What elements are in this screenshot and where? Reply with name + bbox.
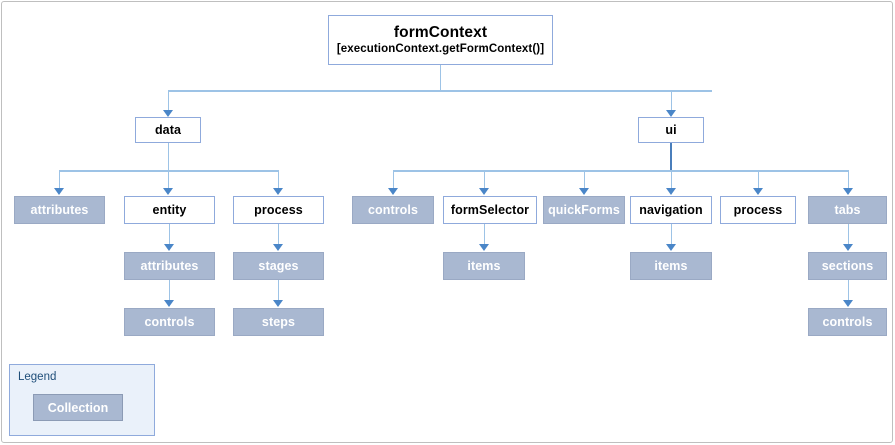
connector-formselector-items [483,224,486,245]
arrowhead-attributes-icon [54,188,64,195]
node-tabs-sections-label: sections [821,258,874,273]
node-process-stages[interactable]: stages [233,252,324,280]
node-data-label: data [154,122,182,137]
node-data-process[interactable]: process [233,196,324,224]
node-entity-label: entity [152,202,187,217]
connector-ui-navigation [670,170,673,189]
node-entity-controls[interactable]: controls [124,308,215,336]
connector-data-process [277,170,280,189]
connector-ui-bus [393,170,848,172]
node-ui-controls-label: controls [367,202,419,217]
node-ui-controls[interactable]: controls [352,196,434,224]
node-navigation-label: navigation [639,202,703,217]
node-navigation-items[interactable]: items [630,252,712,280]
node-sections-controls-label: controls [822,314,873,329]
connector-data-entity [167,170,170,189]
node-data-attributes[interactable]: attributes [14,196,105,224]
connector-ui-process [757,170,760,189]
node-tabs-label: tabs [834,202,861,217]
node-formselector-label: formSelector [450,202,530,217]
arrowhead-formselector-items-icon [479,244,489,251]
node-navigation[interactable]: navigation [630,196,712,224]
connector-root-stem [439,65,442,91]
node-ui-process-label: process [733,202,783,217]
connector-to-data [167,90,170,111]
legend-title: Legend [18,371,57,383]
arrowhead-sections-icon [843,244,853,251]
node-ui-label: ui [665,122,677,137]
connector-entity-attributes [168,224,171,245]
arrowhead-steps-icon [273,300,283,307]
arrowhead-data-process-icon [273,188,283,195]
connector-stages-steps [277,280,280,301]
node-quickforms[interactable]: quickForms [543,196,625,224]
connector-ui-formselector [483,170,486,189]
arrowhead-stages-icon [273,244,283,251]
connector-tabs-sections [847,224,850,245]
connector-data-attributes [58,170,61,189]
node-tabs[interactable]: tabs [808,196,887,224]
arrowhead-data-icon [163,110,173,117]
node-formselector-items-label: items [467,258,501,273]
node-formselector-items[interactable]: items [443,252,525,280]
node-entity-controls-label: controls [144,314,195,329]
arrowhead-formselector-icon [479,188,489,195]
node-process-steps-label: steps [261,314,296,329]
node-navigation-items-label: items [654,258,688,273]
legend-box: Legend Collection [9,364,155,436]
node-quickforms-label: quickForms [548,202,620,217]
node-data-attributes-label: attributes [30,202,89,217]
connector-root-bus [168,90,712,92]
arrowhead-ui-icon [666,110,676,117]
connector-ui-controls [392,170,395,189]
connector-process-stages [277,224,280,245]
arrowhead-ui-process-icon [753,188,763,195]
connector-attributes-controls [168,280,171,301]
arrowhead-entity-controls-icon [164,300,174,307]
connector-navigation-items [670,224,673,245]
connector-to-ui [670,90,673,111]
connector-ui-quickforms [583,170,586,189]
node-process-stages-label: stages [258,258,299,273]
node-formcontext[interactable]: formContext [executionContext.getFormCon… [328,15,553,65]
node-entity[interactable]: entity [124,196,215,224]
legend-swatch-collection: Collection [33,394,123,421]
arrowhead-quickforms-icon [579,188,589,195]
connector-sections-controls [847,280,850,301]
node-tabs-sections[interactable]: sections [808,252,887,280]
node-entity-attributes-label: attributes [140,258,199,273]
node-entity-attributes[interactable]: attributes [124,252,215,280]
node-ui[interactable]: ui [638,117,704,143]
connector-data-stem [167,143,170,171]
connector-ui-stem [670,143,673,171]
node-process-steps[interactable]: steps [233,308,324,336]
node-formselector[interactable]: formSelector [443,196,537,224]
node-data[interactable]: data [135,117,201,143]
root-title: formContext [393,23,488,41]
arrowhead-navigation-icon [666,188,676,195]
node-ui-process[interactable]: process [720,196,796,224]
arrowhead-ui-controls-icon [388,188,398,195]
arrowhead-entity-attributes-icon [164,244,174,251]
root-subtitle: [executionContext.getFormContext()] [336,42,545,55]
arrowhead-tabs-icon [843,188,853,195]
connector-ui-tabs [847,170,850,189]
node-sections-controls[interactable]: controls [808,308,887,336]
arrowhead-entity-icon [163,188,173,195]
arrowhead-navigation-items-icon [666,244,676,251]
node-data-process-label: process [254,202,303,217]
arrowhead-sections-controls-icon [843,300,853,307]
